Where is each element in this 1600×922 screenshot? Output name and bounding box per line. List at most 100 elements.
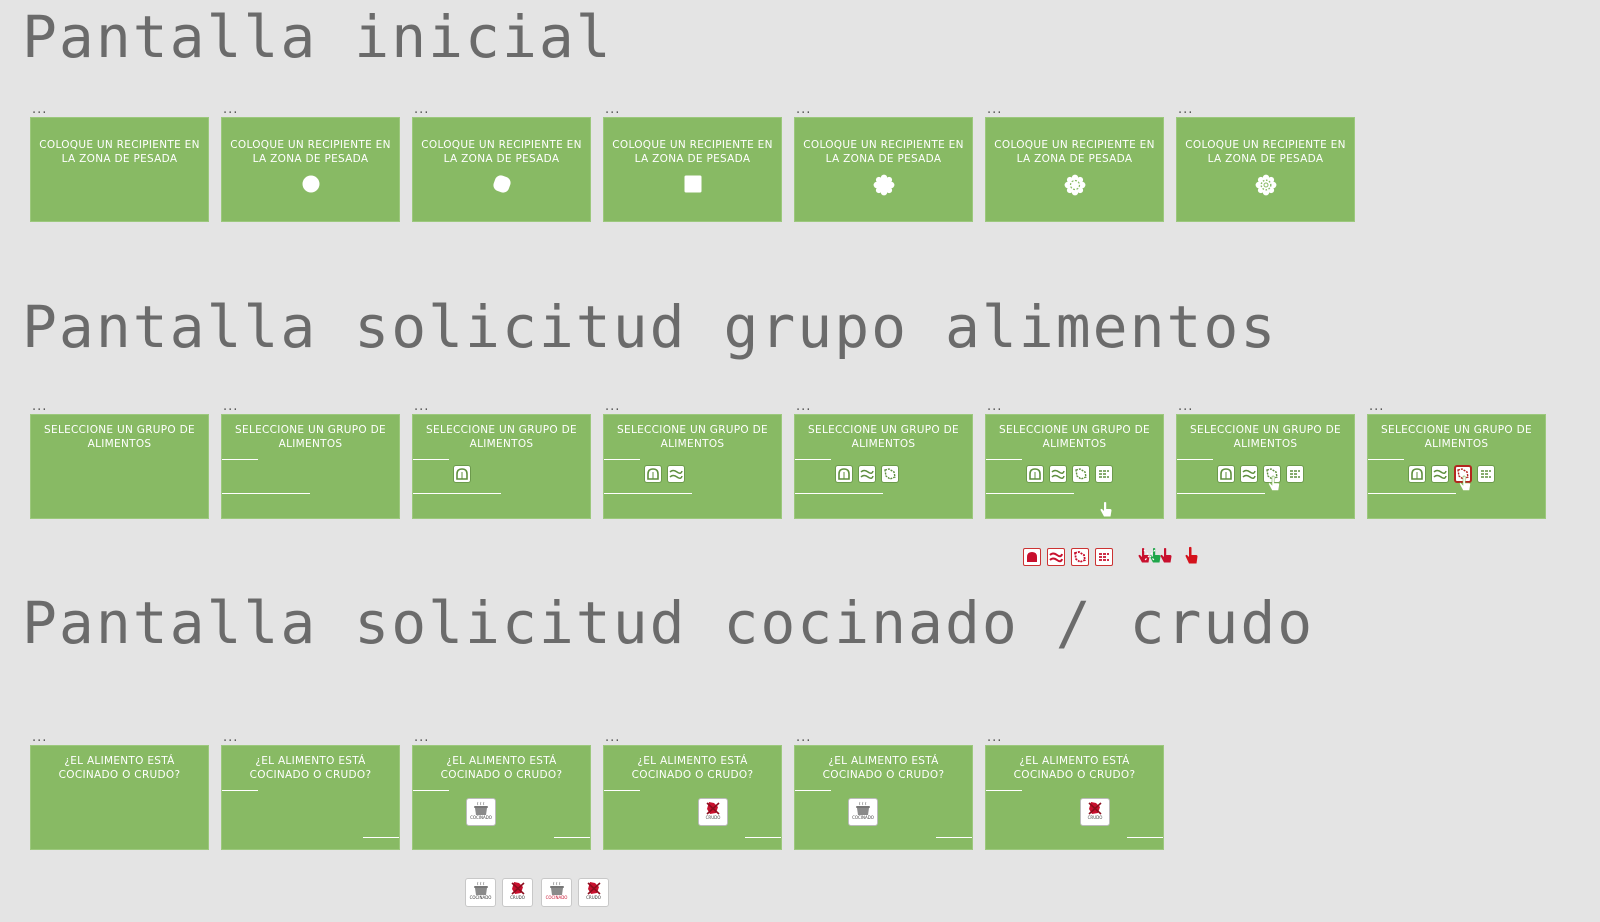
screen-message: COLOQUE UN RECIPIENTE EN LA ZONA DE PESA… (230, 139, 391, 165)
bread-icon[interactable] (644, 465, 662, 483)
frame-dots: ... (32, 399, 48, 414)
screen-card: ¿EL ALIMENTO ESTÁ COCINADO O CRUDO? COCI… (412, 745, 591, 850)
cooked-pot-icon-asset: COCINADO (541, 878, 572, 907)
loading-rounded-square-icon (492, 175, 511, 193)
meat-icon[interactable] (881, 465, 899, 483)
screen-message: COLOQUE UN RECIPIENTE EN LA ZONA DE PESA… (39, 139, 200, 165)
divider-line (413, 790, 449, 791)
screen-card: SELECCIONE UN GRUPO DE ALIMENTOS (794, 414, 973, 519)
screen-message: COLOQUE UN RECIPIENTE EN LA ZONA DE PESA… (421, 139, 582, 165)
fish-icon[interactable] (667, 465, 685, 483)
screen-card: SELECCIONE UN GRUPO DE ALIMENTOS (1176, 414, 1355, 519)
asset-caption: CRUDO (510, 895, 525, 900)
hand-cursor-strip-icon (1138, 548, 1172, 563)
frame-dots: ... (414, 399, 430, 414)
loading-flower-outline-icon (1064, 174, 1085, 196)
divider-line (554, 837, 590, 838)
divider-line (795, 790, 831, 791)
frame-dots: ... (987, 730, 1003, 745)
screen-message: COLOQUE UN RECIPIENTE EN LA ZONA DE PESA… (994, 139, 1155, 165)
hand-cursor-icon (1459, 475, 1471, 491)
bread-icon[interactable] (453, 465, 471, 483)
divider-line (795, 459, 831, 460)
cooked-pot-icon-asset: COCINADO (465, 878, 496, 907)
screen-card: SELECCIONE UN GRUPO DE ALIMENTOS (603, 414, 782, 519)
section-title-food-group: Pantalla solicitud grupo alimentos (22, 293, 1278, 361)
frame-dots: ... (223, 102, 239, 117)
screen-card: SELECCIONE UN GRUPO DE ALIMENTOS (1367, 414, 1546, 519)
divider-line (604, 459, 640, 460)
frame-dots: ... (605, 399, 621, 414)
screen-card: ¿EL ALIMENTO ESTÁ COCINADO O CRUDO? (30, 745, 209, 850)
screen-message: SELECCIONE UN GRUPO DE ALIMENTOS (999, 424, 1150, 450)
screen-message: ¿EL ALIMENTO ESTÁ COCINADO O CRUDO? (58, 755, 181, 781)
fish-icon[interactable] (1240, 465, 1258, 483)
bread-icon[interactable] (1217, 465, 1235, 483)
raw-meat-icon[interactable]: CRUDO (1080, 798, 1110, 826)
frame-dots: ... (605, 730, 621, 745)
asset-caption: COCINADO (545, 895, 568, 900)
screen-card: ¿EL ALIMENTO ESTÁ COCINADO O CRUDO? CRUD… (985, 745, 1164, 850)
screen-message: ¿EL ALIMENTO ESTÁ COCINADO O CRUDO? (1013, 755, 1136, 781)
vegetable-icon[interactable] (1477, 465, 1495, 483)
loading-circle-icon (302, 175, 319, 193)
meat-icon-red (1071, 548, 1089, 566)
divider-line (986, 790, 1022, 791)
frame-dots: ... (605, 102, 621, 117)
fish-icon[interactable] (1431, 465, 1449, 483)
frame-dots: ... (1178, 399, 1194, 414)
bread-icon[interactable] (1026, 465, 1044, 483)
vegetable-icon[interactable] (1286, 465, 1304, 483)
divider-line (795, 493, 883, 494)
screen-message: SELECCIONE UN GRUPO DE ALIMENTOS (426, 424, 577, 450)
frame-dots: ... (1369, 399, 1385, 414)
divider-line (222, 790, 258, 791)
bread-icon[interactable] (1408, 465, 1426, 483)
divider-line (745, 837, 781, 838)
screen-card: COLOQUE UN RECIPIENTE EN LA ZONA DE PESA… (1176, 117, 1355, 222)
frame-dots: ... (414, 730, 430, 745)
hand-cursor-icon (1100, 502, 1112, 517)
screen-message: ¿EL ALIMENTO ESTÁ COCINADO O CRUDO? (440, 755, 563, 781)
divider-line (604, 493, 692, 494)
fish-icon[interactable] (858, 465, 876, 483)
divider-line (604, 790, 640, 791)
screen-card: COLOQUE UN RECIPIENTE EN LA ZONA DE PESA… (794, 117, 973, 222)
section-title-cooked-raw: Pantalla solicitud cocinado / crudo (22, 589, 1315, 657)
screen-message: SELECCIONE UN GRUPO DE ALIMENTOS (235, 424, 386, 450)
fish-icon[interactable] (1049, 465, 1067, 483)
raw-caption: CRUDO (705, 815, 721, 820)
frame-dots: ... (223, 730, 239, 745)
vegetable-icon[interactable] (1095, 465, 1113, 483)
frame-dots: ... (32, 102, 48, 117)
screen-card: ¿EL ALIMENTO ESTÁ COCINADO O CRUDO? (221, 745, 400, 850)
screen-card: SELECCIONE UN GRUPO DE ALIMENTOS (221, 414, 400, 519)
bread-icon-red (1023, 548, 1041, 566)
cooked-caption: COCINADO (470, 815, 492, 820)
divider-line (222, 493, 310, 494)
section-title-initial: Pantalla inicial (22, 3, 613, 71)
screen-card: ¿EL ALIMENTO ESTÁ COCINADO O CRUDO? COCI… (794, 745, 973, 850)
frame-dots: ... (987, 399, 1003, 414)
cooked-pot-icon[interactable]: COCINADO (466, 798, 496, 826)
screen-message: SELECCIONE UN GRUPO DE ALIMENTOS (1190, 424, 1341, 450)
cooked-pot-icon[interactable]: COCINADO (848, 798, 878, 826)
screen-card: COLOQUE UN RECIPIENTE EN LA ZONA DE PESA… (412, 117, 591, 222)
meat-icon[interactable] (1072, 465, 1090, 483)
raw-meat-icon[interactable]: CRUDO (698, 798, 728, 826)
divider-line (413, 459, 449, 460)
fish-icon-red (1047, 548, 1065, 566)
frame-dots: ... (987, 102, 1003, 117)
screen-message: SELECCIONE UN GRUPO DE ALIMENTOS (44, 424, 195, 450)
frame-dots: ... (223, 399, 239, 414)
asset-caption: CRUDO (586, 895, 601, 900)
bread-icon[interactable] (835, 465, 853, 483)
divider-line (363, 837, 399, 838)
hand-cursor-red-icon (1185, 546, 1198, 564)
divider-line (1177, 459, 1213, 460)
screen-message: SELECCIONE UN GRUPO DE ALIMENTOS (808, 424, 959, 450)
screen-card: SELECCIONE UN GRUPO DE ALIMENTOS (412, 414, 591, 519)
frame-dots: ... (414, 102, 430, 117)
vegetable-icon-red (1095, 548, 1113, 566)
screen-card: ¿EL ALIMENTO ESTÁ COCINADO O CRUDO? CRUD… (603, 745, 782, 850)
